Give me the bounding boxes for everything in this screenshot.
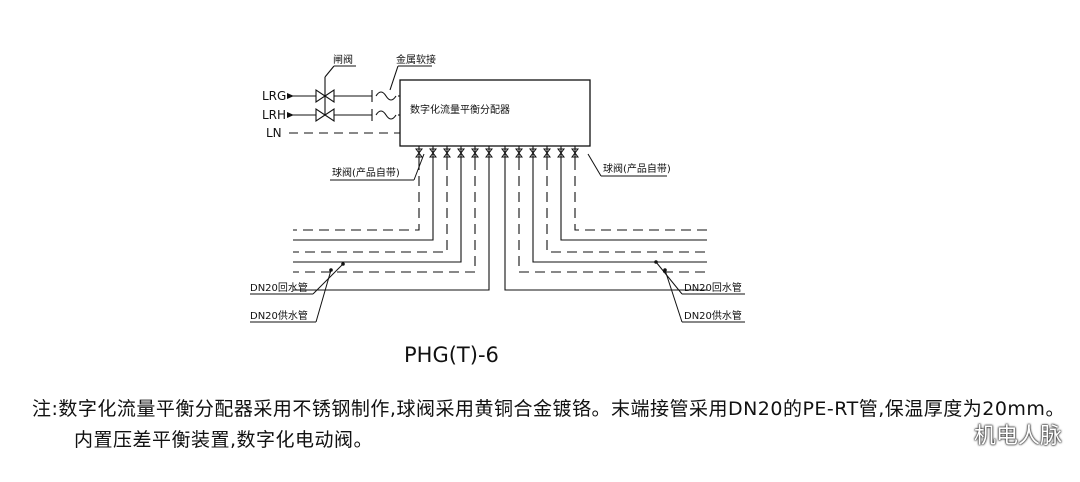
pipe-left-1 — [293, 160, 420, 231]
pipe-right-1 — [574, 160, 707, 231]
ball-valve-6 — [485, 146, 493, 160]
watermark: 机电人脉 — [932, 418, 1062, 450]
ball-valve-4 — [457, 146, 465, 160]
pipe-right-3 — [546, 160, 707, 253]
ball-valve-label-right: 球阀(产品自带) — [603, 162, 671, 175]
leader-lines — [250, 153, 745, 323]
ball-valve-3 — [443, 146, 451, 160]
pipe-right-4 — [532, 160, 707, 263]
outlet-pipes — [293, 160, 707, 291]
supply-pipe-label-left: DN20供水管 — [250, 309, 308, 322]
ball-valve-2 — [429, 146, 437, 160]
pipe-left-6 — [293, 160, 490, 291]
pipe-right-2 — [560, 160, 707, 241]
return-pipe-label-left: DN20回水管 — [250, 281, 308, 294]
pipe-left-2 — [293, 160, 434, 241]
gate-valve-symbols — [315, 65, 432, 123]
ball-valve-10 — [543, 146, 551, 160]
wechat-icon — [932, 421, 965, 446]
ball-valve-5 — [471, 146, 479, 160]
ball-valve-1 — [415, 146, 423, 160]
leader-dots — [329, 260, 667, 272]
flex-joint-label: 金属软接 — [396, 53, 436, 66]
ball-valve-12 — [571, 146, 579, 160]
line-label-lrg: LRG — [262, 89, 286, 103]
pipe-right-6 — [504, 160, 707, 291]
ball-valve-row — [415, 146, 579, 160]
ball-valve-label-left: 球阀(产品自带) — [332, 166, 400, 179]
distributor-box — [399, 79, 591, 147]
pipe-left-3 — [293, 160, 448, 253]
note-line-2: 内置压差平衡装置,数字化电动阀。 — [74, 429, 374, 451]
model-number: PHG(T)-6 — [404, 343, 499, 367]
pipe-left-4 — [293, 160, 462, 263]
ball-valve-8 — [515, 146, 523, 160]
supply-pipe-label-right: DN20供水管 — [684, 309, 742, 322]
distributor-label: 数字化流量平衡分配器 — [410, 103, 510, 116]
line-label-lrh: LRH — [262, 108, 286, 122]
note-line-1: 注:数字化流量平衡分配器采用不锈钢制作,球阀采用黄铜合金镀铬。末端接管采用DN2… — [32, 398, 1065, 420]
inlet-arrows — [287, 93, 294, 118]
watermark-text: 机电人脉 — [973, 424, 1062, 449]
ball-valve-9 — [529, 146, 537, 160]
inlet-lines — [289, 90, 400, 134]
pipe-left-5 — [293, 160, 476, 273]
line-label-ln: LN — [266, 126, 282, 140]
pipe-right-5 — [518, 160, 707, 273]
gate-valve-label: 闸阀 — [333, 53, 353, 66]
ball-valve-11 — [557, 146, 565, 160]
return-pipe-label-right: DN20回水管 — [684, 281, 742, 294]
ball-valve-7 — [501, 146, 509, 160]
